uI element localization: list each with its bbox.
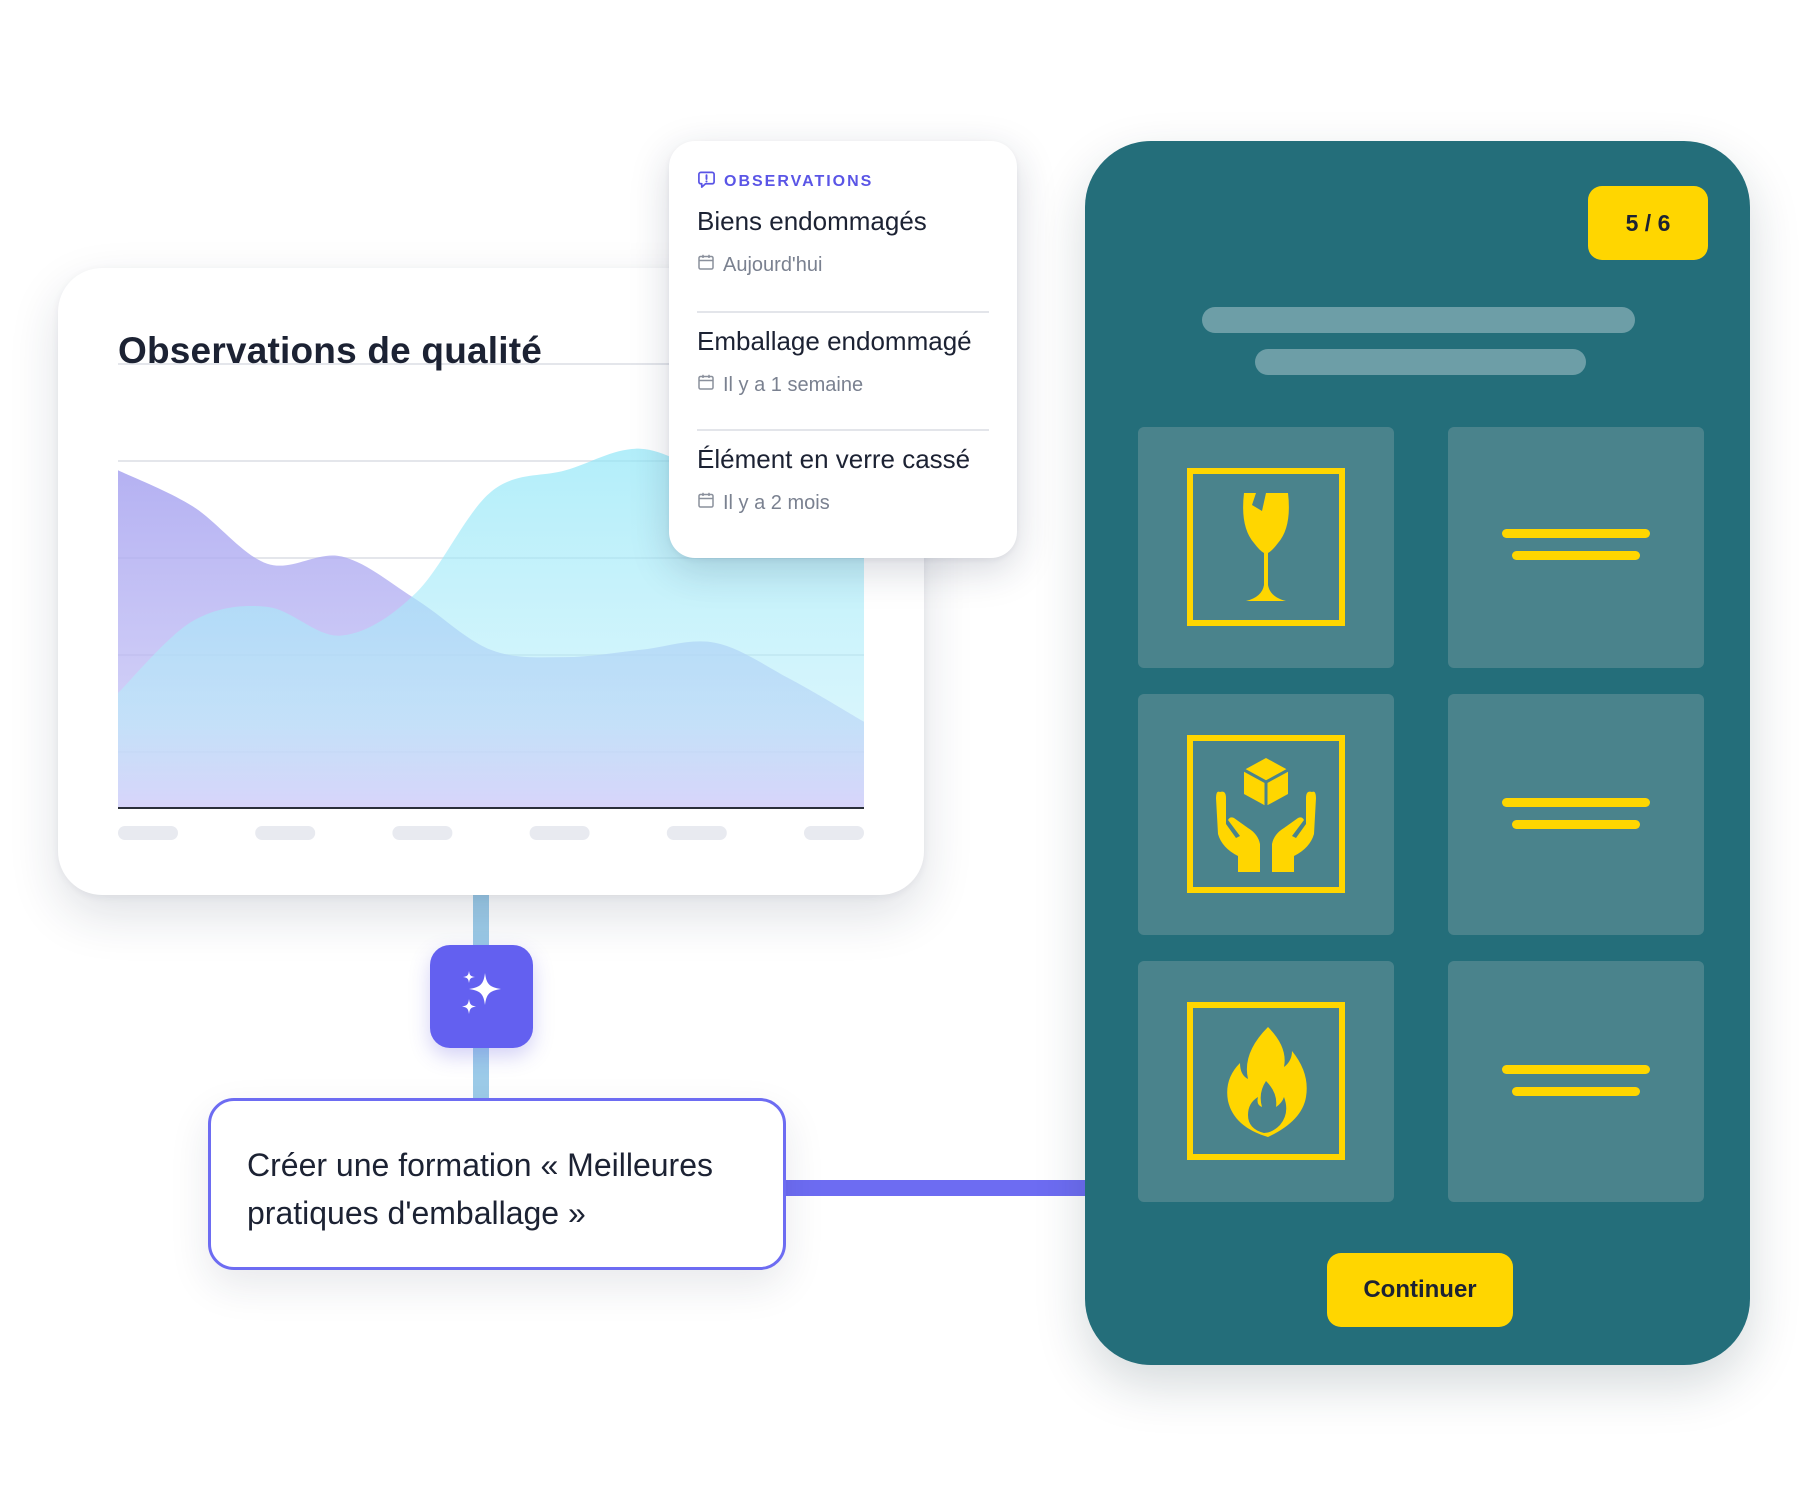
chart-title: Observations de qualité xyxy=(118,330,543,371)
connector-prompt-to-phone xyxy=(780,1180,1100,1196)
question-placeholder-line xyxy=(1255,349,1586,375)
text-lines-icon xyxy=(1502,798,1650,829)
chart-tick-placeholder xyxy=(118,826,178,840)
observation-date: Aujourd'hui xyxy=(723,253,823,276)
continue-button[interactable]: Continuer xyxy=(1327,1253,1513,1327)
observation-date: Il y a 2 mois xyxy=(723,491,830,514)
connector-chart-to-ai xyxy=(473,892,489,952)
fragile-glass-icon xyxy=(1187,468,1345,626)
calendar-icon xyxy=(697,373,715,397)
observation-title: Élément en verre cassé xyxy=(697,444,971,474)
question-placeholder-line xyxy=(1202,307,1635,333)
comment-alert-icon xyxy=(697,170,716,194)
connector-ai-to-prompt xyxy=(473,1045,489,1101)
prompt-text: Créer une formation « Meilleures pratiqu… xyxy=(247,1147,713,1231)
text-lines-icon xyxy=(1502,1065,1650,1096)
answer-tile[interactable] xyxy=(1138,961,1394,1202)
prompt-text-box[interactable]: Créer une formation « Meilleures pratiqu… xyxy=(208,1098,786,1270)
ai-generate-button[interactable] xyxy=(430,945,533,1048)
observations-popup: OBSERVATIONS Biens endommagés Aujourd'hu… xyxy=(669,141,1017,558)
observations-header-label: OBSERVATIONS xyxy=(724,173,874,190)
answer-tile[interactable] xyxy=(1448,694,1704,935)
observation-item[interactable]: Emballage endommagé Il y a 1 semaine xyxy=(697,311,989,429)
calendar-icon xyxy=(697,253,715,277)
chart-tick-placeholder xyxy=(392,826,453,840)
calendar-icon xyxy=(697,491,715,515)
chart-tick-placeholder xyxy=(529,826,590,840)
observation-title: Emballage endommagé xyxy=(697,326,972,356)
chart-tick-placeholder xyxy=(255,826,316,840)
observation-title: Biens endommagés xyxy=(697,206,927,236)
chart-tick-placeholder xyxy=(804,826,864,840)
answer-tile[interactable] xyxy=(1138,427,1394,668)
text-lines-icon xyxy=(1502,529,1650,560)
observation-item[interactable]: Élément en verre cassé Il y a 2 mois xyxy=(697,429,989,547)
answer-tile[interactable] xyxy=(1138,694,1394,935)
answer-tile[interactable] xyxy=(1448,427,1704,668)
answer-tile[interactable] xyxy=(1448,961,1704,1202)
training-phone-screen: 5 / 6 xyxy=(1085,141,1750,1365)
flammable-icon xyxy=(1187,1002,1345,1160)
step-counter-badge: 5 / 6 xyxy=(1588,186,1708,260)
observation-date: Il y a 1 semaine xyxy=(723,373,864,396)
sparkles-icon xyxy=(455,967,509,1026)
observations-header: OBSERVATIONS xyxy=(697,171,989,193)
observation-item[interactable]: Biens endommagés Aujourd'hui xyxy=(697,193,989,311)
handle-with-care-icon xyxy=(1187,735,1345,893)
chart-tick-placeholder xyxy=(666,826,727,840)
